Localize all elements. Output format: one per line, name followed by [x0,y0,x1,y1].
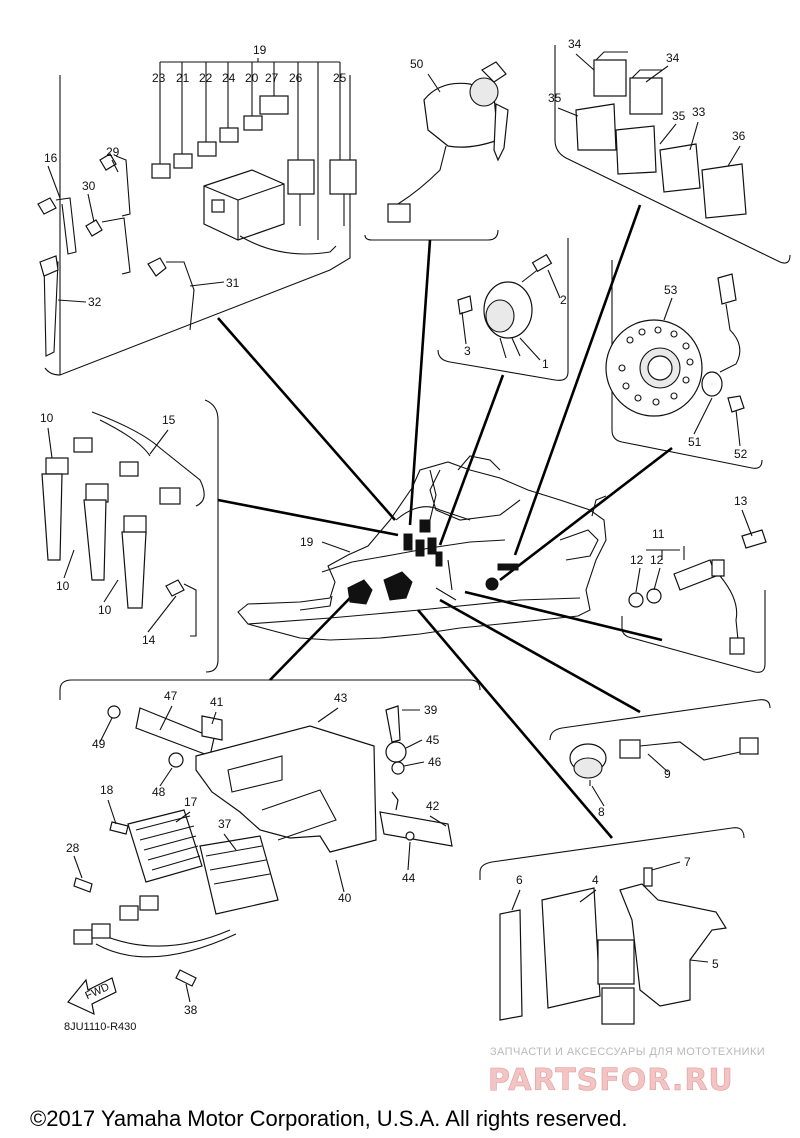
callout-10-bot: 10 [98,603,112,617]
diagram-reference: 8JU1110-R430 [64,1021,136,1033]
callout-33: 33 [692,105,706,119]
callout-19-top: 19 [253,43,267,57]
callout-5: 5 [712,957,719,971]
callout-13: 13 [734,494,748,508]
copyright: ©2017 Yamaha Motor Corporation, U.S.A. A… [30,1106,627,1131]
callout-7: 7 [684,855,691,869]
callout-22: 22 [199,71,213,85]
callout-9: 9 [664,767,671,781]
callout-39: 39 [424,703,438,717]
callout-3: 3 [464,344,471,358]
highlighted-parts [347,469,519,605]
callout-12-left: 12 [630,553,644,567]
callout-15: 15 [162,413,176,427]
key-switch [387,61,509,223]
callout-27: 27 [265,71,279,85]
callout-10-top: 10 [40,411,54,425]
callout-34-right: 34 [666,51,680,65]
callout-42: 42 [426,799,440,813]
callout-19-center: 19 [300,535,314,549]
callout-36: 36 [732,129,746,143]
callout-30: 30 [82,179,96,193]
buzzer [457,253,553,359]
callout-10-mid: 10 [56,579,70,593]
callout-34-left: 34 [568,37,582,51]
callout-31: 31 [226,276,240,290]
callout-panels [44,45,791,880]
callout-45: 45 [426,733,440,747]
callout-48: 48 [152,785,166,799]
pressure-switch [569,737,759,786]
callout-47: 47 [164,689,178,703]
callout-43: 43 [334,691,348,705]
callout-35-left: 35 [548,91,562,105]
callout-28: 28 [66,841,80,855]
callout-49: 49 [92,737,106,751]
callout-24: 24 [222,71,236,85]
callout-35-right: 35 [672,109,686,123]
callout-numbers: 19 23 21 22 24 20 27 26 25 16 29 30 31 3… [40,37,748,1017]
callout-1: 1 [542,357,549,371]
callout-17: 17 [184,795,198,809]
callout-32: 32 [88,295,102,309]
callout-11: 11 [652,527,665,541]
callout-37: 37 [218,817,232,831]
callout-18: 18 [100,783,114,797]
callout-20: 20 [245,71,259,85]
callout-pointers [47,53,753,1003]
speed-sensor [628,529,767,655]
callout-16: 16 [44,151,58,165]
callout-29: 29 [106,145,120,159]
watermark-brand: PARTSFOR.RU [488,1063,734,1098]
snowmobile-outline [237,455,607,641]
watermark-tagline: ЗАПЧАСТИ И АКСЕССУАРЫ ДЛЯ МОТОТЕХНИКИ [490,1046,765,1058]
callout-8: 8 [598,805,605,819]
relays [575,51,747,219]
callout-44: 44 [402,871,416,885]
callout-2: 2 [560,293,567,307]
ignition-coils [41,411,205,637]
callout-14: 14 [142,633,156,647]
callout-6: 6 [516,873,523,887]
ecu-bracket [499,867,727,1025]
callout-4: 4 [592,873,599,887]
leader-lines [217,204,673,839]
callout-52: 52 [734,447,748,461]
callout-53: 53 [664,283,678,297]
callout-51: 51 [688,435,702,449]
bracket-group: FWD [67,705,453,1016]
callout-41: 41 [210,695,224,709]
callout-46: 46 [428,755,442,769]
sensor-disk [605,273,745,417]
callout-26: 26 [289,71,303,85]
callout-23: 23 [152,71,166,85]
callout-21: 21 [176,71,190,85]
callout-38: 38 [184,1003,198,1017]
callout-50: 50 [410,57,424,71]
callout-12-right: 12 [650,553,664,567]
callout-40: 40 [338,891,352,905]
fuse-box-group [37,58,357,357]
callout-25: 25 [333,71,347,85]
